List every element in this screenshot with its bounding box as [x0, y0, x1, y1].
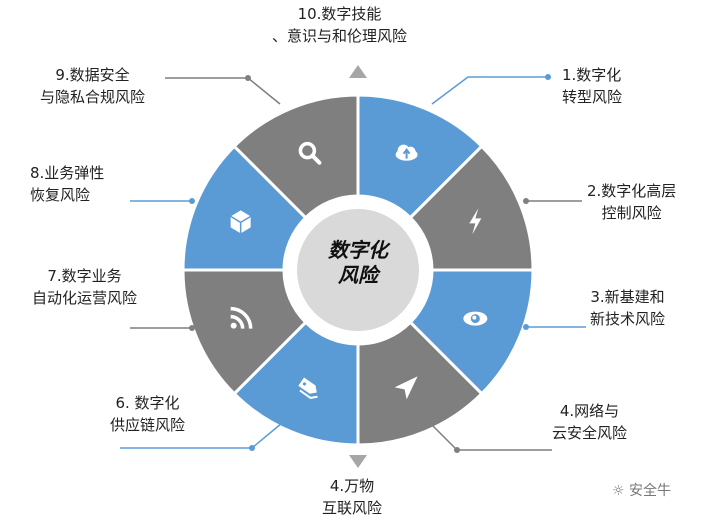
label-8-line2: 恢复风险 [30, 186, 91, 204]
label-2-line1: 2.数字化高层 [587, 182, 677, 200]
label-10-line2: 、意识与和伦理风险 [272, 27, 408, 45]
label-1: 1.数字化转型风险 [562, 64, 622, 108]
watermark-text: 安全牛 [629, 483, 672, 499]
center-title: 数字化 风险 [298, 238, 418, 288]
label-6: 6. 数字化供应链风险 [110, 392, 185, 436]
wechat-icon: ☼ [612, 483, 630, 499]
label-4-line2: 云安全风险 [552, 424, 628, 442]
label-1-line1: 1.数字化 [562, 66, 622, 84]
label-5: 4.万物互联风险 [322, 475, 382, 519]
label-7-line1: 7.数字业务 [47, 267, 122, 285]
label-5-line1: 4.万物 [329, 477, 375, 495]
label-2: 2.数字化高层控制风险 [587, 180, 676, 224]
label-6-line2: 供应链风险 [110, 416, 186, 434]
up-arrow-icon [349, 65, 367, 78]
label-7: 7.数字业务自动化运营风险 [32, 265, 137, 309]
center-title-line1: 数字化 [328, 238, 388, 262]
down-arrow-icon [349, 455, 367, 468]
watermark: ☼ 安全牛 [612, 480, 671, 500]
label-9-line2: 与隐私合规风险 [40, 88, 146, 106]
tag-icon [298, 377, 318, 399]
cloud-upload-icon [395, 144, 418, 161]
label-8-line1: 8.业务弹性 [30, 164, 105, 182]
rss-icon [230, 306, 253, 329]
eye-icon [463, 311, 488, 326]
label-1-line2: 转型风险 [562, 88, 623, 106]
search-icon [298, 141, 322, 165]
connector-dot-8 [189, 198, 195, 204]
connector-dot-9 [245, 75, 251, 81]
lightning-icon [469, 208, 482, 235]
connector-dot-2 [523, 198, 529, 204]
label-9: 9.数据安全与隐私合规风险 [40, 64, 145, 108]
paper-plane-icon [394, 376, 418, 400]
label-10: 10.数字技能、意识与和伦理风险 [272, 3, 407, 47]
label-7-line2: 自动化运营风险 [32, 289, 138, 307]
label-10-line1: 10.数字技能 [297, 5, 382, 23]
label-4: 4.网络与云安全风险 [552, 400, 627, 444]
label-3-line2: 新技术风险 [590, 310, 666, 328]
connector-4 [431, 424, 552, 451]
connector-dot-7 [189, 325, 195, 331]
label-6-line1: 6. 数字化 [115, 394, 180, 412]
label-5-line2: 互联风险 [322, 499, 383, 517]
connector-dot-1 [545, 74, 551, 80]
connector-9 [165, 77, 281, 105]
label-2-line2: 控制风险 [601, 204, 662, 222]
connector-dot-4 [454, 447, 460, 453]
connector-dot-3 [523, 324, 529, 330]
connector-1 [431, 76, 548, 105]
label-4-line1: 4.网络与 [559, 402, 620, 420]
center-circle [297, 209, 419, 331]
label-9-line1: 9.数据安全 [55, 66, 130, 84]
label-8: 8.业务弹性恢复风险 [30, 162, 104, 206]
connector-dot-6 [249, 445, 255, 451]
center-title-line2: 风险 [338, 263, 378, 287]
label-3: 3.新基建和新技术风险 [590, 286, 665, 330]
label-3-line1: 3.新基建和 [590, 288, 665, 306]
cube-icon [230, 210, 252, 234]
